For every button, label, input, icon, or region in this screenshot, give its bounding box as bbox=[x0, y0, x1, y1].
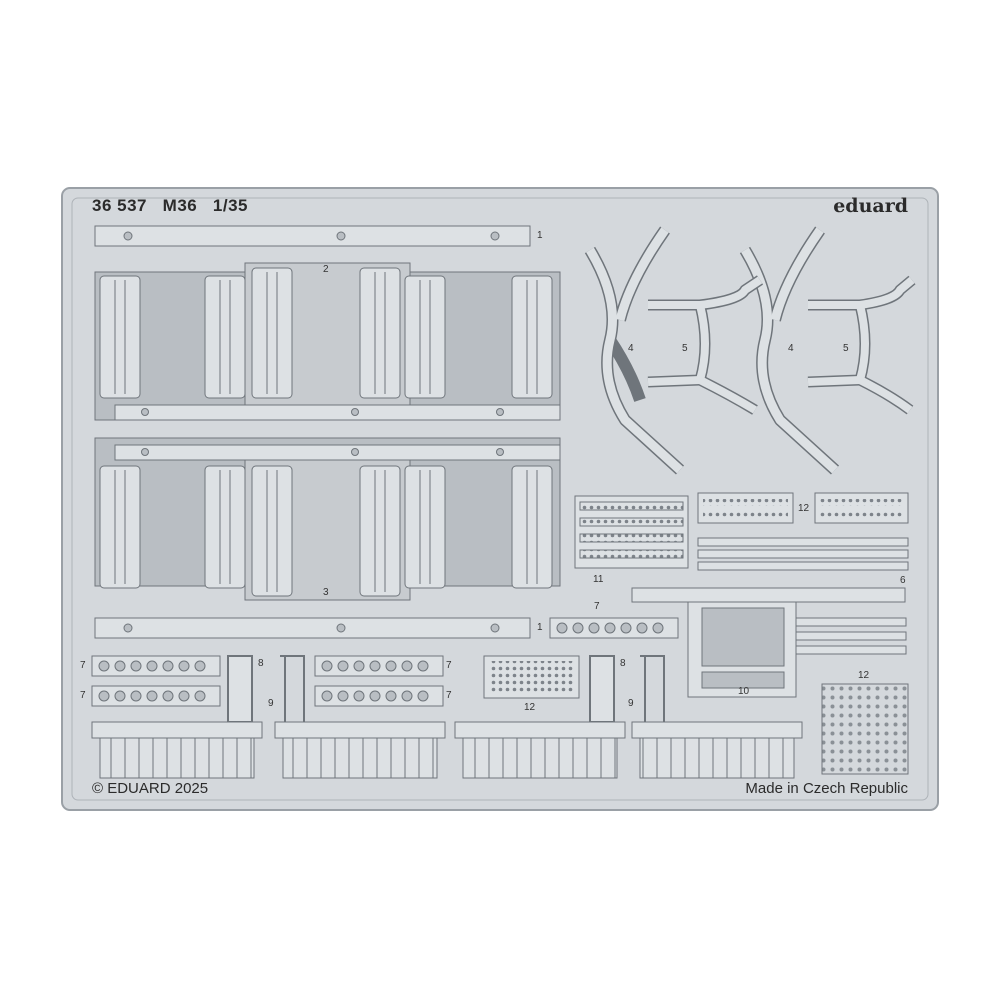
part-number-8-right: 8 bbox=[620, 658, 626, 669]
part-number-2: 2 bbox=[323, 264, 329, 275]
kit-scale: 1/35 bbox=[212, 196, 249, 215]
part-6-strips bbox=[697, 537, 909, 571]
part-number-7-b: 7 bbox=[80, 660, 86, 671]
part-number-5-left: 5 bbox=[682, 343, 688, 354]
part-number-12-top: 12 bbox=[798, 503, 810, 514]
slat-part-4 bbox=[631, 721, 803, 779]
part-2-panel bbox=[94, 262, 561, 421]
part-5-bracket-left-fill bbox=[647, 276, 763, 414]
part-12-grid bbox=[821, 683, 909, 775]
part-number-7-c: 7 bbox=[80, 690, 86, 701]
part-1-bottom-rail bbox=[94, 617, 531, 639]
part-number-7-d: 7 bbox=[446, 660, 452, 671]
part-5-bracket-right-fill bbox=[807, 276, 915, 414]
part-11-strips bbox=[574, 495, 689, 569]
part-number-12-block: 12 bbox=[524, 702, 536, 713]
slat-part-2 bbox=[274, 721, 446, 779]
part-3-panel bbox=[94, 437, 561, 601]
origin-text: Made in Czech Republic bbox=[745, 780, 908, 797]
fret-header: 36 537 M36 1/35 bbox=[92, 196, 248, 216]
part-number-9-right: 9 bbox=[628, 698, 634, 709]
kit-model: M36 bbox=[162, 196, 198, 215]
part-7-holes bbox=[98, 622, 664, 702]
part-number-5-right: 5 bbox=[843, 343, 849, 354]
slat-part-1 bbox=[91, 721, 263, 779]
kit-code: 36 537 bbox=[92, 196, 147, 215]
part-number-1-bottom: 1 bbox=[537, 622, 543, 633]
slat-part-3 bbox=[454, 721, 626, 779]
part-number-10: 10 bbox=[738, 686, 750, 697]
part-number-8-left: 8 bbox=[258, 658, 264, 669]
part-8-9-frames bbox=[227, 655, 665, 723]
part-number-1-top: 1 bbox=[537, 230, 543, 241]
copyright-text: © EDUARD 2025 bbox=[92, 780, 209, 797]
part-number-4-right: 4 bbox=[788, 343, 794, 354]
part-10-frame bbox=[631, 587, 907, 698]
part-4-bracket-left-fill bbox=[586, 227, 684, 474]
part-number-11: 11 bbox=[593, 574, 604, 585]
part-12-strip-right bbox=[814, 492, 909, 524]
part-number-3: 3 bbox=[323, 587, 329, 598]
brand-logo: eduard bbox=[833, 195, 908, 217]
part-number-7-a: 7 bbox=[594, 601, 600, 612]
part-12-strip-left bbox=[697, 492, 794, 524]
part-number-6: 6 bbox=[900, 575, 906, 586]
part-12-dot-block bbox=[483, 655, 580, 699]
part-number-9-left: 9 bbox=[268, 698, 274, 709]
part-1-top-rail bbox=[94, 225, 531, 247]
part-number-4-left: 4 bbox=[628, 343, 634, 354]
part-number-12-grid: 12 bbox=[858, 670, 870, 681]
fret-inner-border bbox=[71, 197, 929, 801]
part-number-7-e: 7 bbox=[446, 690, 452, 701]
